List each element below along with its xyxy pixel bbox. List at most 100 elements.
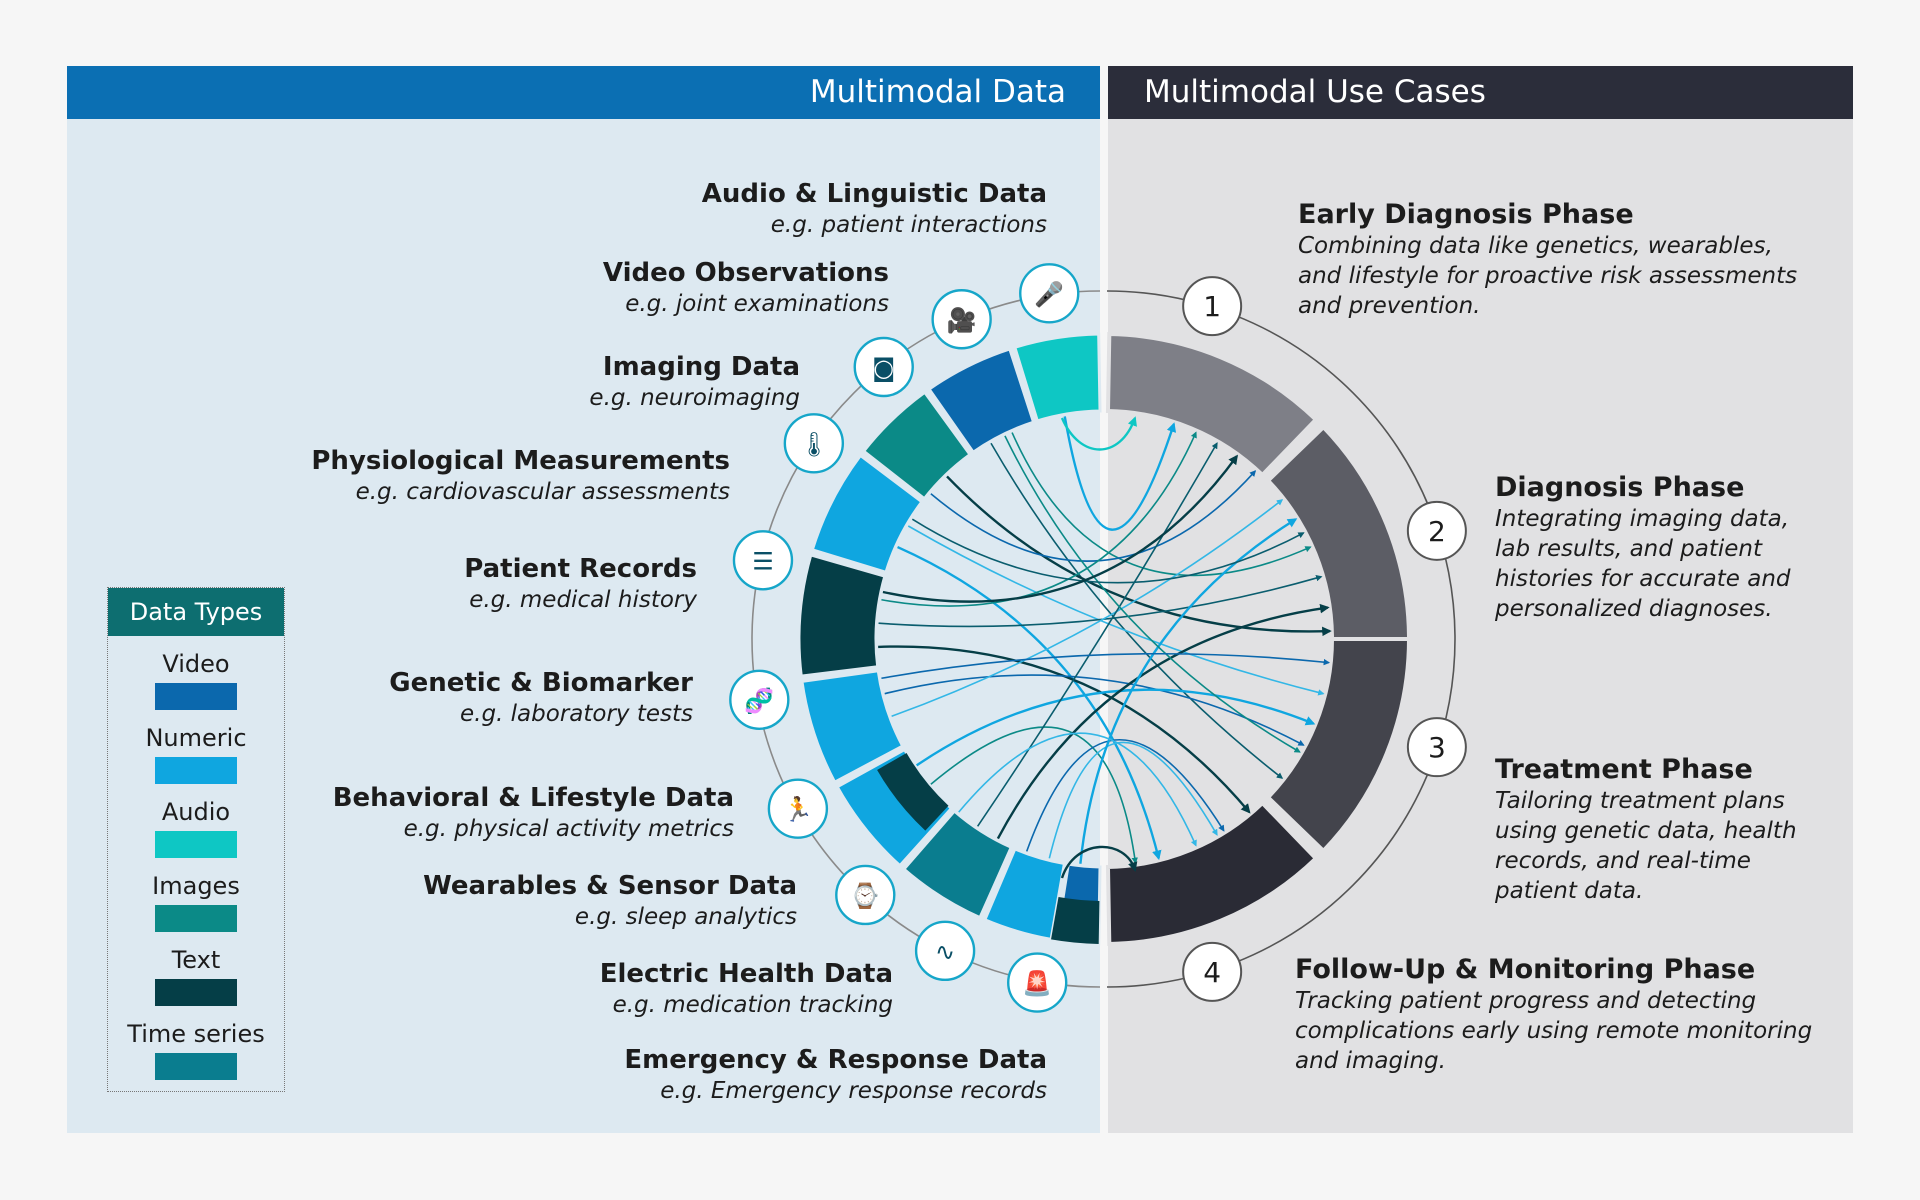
segment-follow-up xyxy=(1105,800,1319,946)
phase-number-3: 3 xyxy=(1406,717,1467,778)
phase-follow-up-monitoring: Follow-Up & Monitoring Phase Tracking pa… xyxy=(1295,954,1815,1076)
connection-curve xyxy=(911,518,1305,584)
source-title: Emergency & Response Data xyxy=(624,1045,1047,1075)
source-title: Video Observations xyxy=(602,258,889,288)
phase-description: Combining data like genetics, wearables,… xyxy=(1298,233,1798,319)
source-behavioral-lifestyle: Behavioral & Lifestyle Data e.g. physica… xyxy=(333,782,734,844)
dna-icon: 🧬 xyxy=(729,669,790,730)
source-electric-health: Electric Health Data e.g. medication tra… xyxy=(600,958,893,1020)
legend-label: Audio xyxy=(161,798,231,826)
video-camera-icon: 🎥 xyxy=(931,289,992,350)
alarm-light-icon: 🚨 xyxy=(1007,952,1068,1013)
phase-title: Treatment Phase xyxy=(1495,754,1753,785)
smartwatch-icon: ⌚ xyxy=(835,864,896,926)
data-type-segments xyxy=(797,332,1102,946)
connection-curve xyxy=(1011,432,1312,577)
multimodal-data-title: Multimodal Data xyxy=(809,74,1066,110)
legend-swatch xyxy=(155,757,237,784)
phase-segments xyxy=(1105,332,1412,946)
legend-swatch xyxy=(155,905,237,932)
phase-early-diagnosis: Early Diagnosis Phase Combining data lik… xyxy=(1298,199,1818,321)
phase-description: Tracking patient progress and detecting … xyxy=(1295,988,1813,1074)
svg-text:🎥: 🎥 xyxy=(947,306,977,334)
connection-curve xyxy=(907,525,1325,696)
legend-item-images: Images xyxy=(108,872,284,932)
svg-text:🎤: 🎤 xyxy=(1034,279,1064,308)
source-title: Behavioral & Lifestyle Data xyxy=(332,783,734,813)
svg-text:☰: ☰ xyxy=(752,547,774,575)
svg-text:⌚: ⌚ xyxy=(850,882,880,910)
phase-number-1: 1 xyxy=(1182,276,1243,337)
source-subtitle: e.g. physical activity metrics xyxy=(403,816,734,842)
connection-curve xyxy=(897,545,1162,861)
data-type-subsegment xyxy=(1051,897,1100,944)
connection-curve xyxy=(946,475,1332,637)
multimodal-use-cases-header: Multimodal Use Cases xyxy=(1108,66,1853,119)
connection-curve xyxy=(930,726,1138,865)
source-audio-linguistic: Audio & Linguistic Data e.g. patient int… xyxy=(702,178,1047,240)
source-subtitle: e.g. laboratory tests xyxy=(459,701,693,727)
legend-title: Data Types xyxy=(108,588,284,636)
legend-item-text: Text xyxy=(108,946,284,1006)
source-physiological: Physiological Measurements e.g. cardiova… xyxy=(311,445,730,507)
legend-item-numeric: Numeric xyxy=(108,724,284,784)
source-subtitle: e.g. medication tracking xyxy=(612,992,893,1018)
source-subtitle: e.g. sleep analytics xyxy=(574,904,797,930)
source-subtitle: e.g. medical history xyxy=(469,587,697,613)
legend-item-time-series: Time series xyxy=(108,1020,284,1080)
source-subtitle: e.g. cardiovascular assessments xyxy=(355,479,730,505)
connection-curve xyxy=(882,454,1238,603)
data-type-segment xyxy=(926,347,1036,455)
legend-swatch xyxy=(155,831,237,858)
connection-curve xyxy=(878,645,1251,814)
image-icon: ◙ xyxy=(853,336,914,398)
source-subtitle: e.g. Emergency response records xyxy=(660,1078,1047,1104)
legend-swatch xyxy=(155,979,237,1006)
connection-curve xyxy=(958,732,1197,847)
connection-curve xyxy=(915,688,1316,767)
segment-treatment xyxy=(1265,637,1412,854)
svg-text:🧬: 🧬 xyxy=(744,686,774,715)
connection-curve xyxy=(976,442,1218,827)
phase-number-2: 2 xyxy=(1406,500,1467,561)
connection-curve xyxy=(1079,518,1298,864)
connection-curve xyxy=(990,442,1284,779)
source-emergency-response: Emergency & Response Data e.g. Emergency… xyxy=(624,1044,1047,1106)
connection-curve xyxy=(881,652,1331,680)
data-type-segment xyxy=(982,846,1067,942)
data-type-subsegment xyxy=(877,753,949,831)
source-title: Genetic & Biomarker xyxy=(389,668,693,698)
svg-text:∿: ∿ xyxy=(935,938,955,966)
legend-swatch xyxy=(155,1053,237,1080)
multimodal-use-cases-title: Multimodal Use Cases xyxy=(1144,74,1486,110)
connection-curve xyxy=(1060,845,1138,879)
connection-curve xyxy=(1025,739,1225,852)
legend-item-video: Video xyxy=(108,650,284,710)
phase-title: Diagnosis Phase xyxy=(1495,472,1745,503)
source-icons: 🎤🎥◙🌡☰🧬🏃⌚∿🚨 xyxy=(729,263,1080,1013)
legend-label: Text xyxy=(171,946,221,974)
source-title: Audio & Linguistic Data xyxy=(701,179,1047,209)
segment-diagnosis xyxy=(1265,424,1412,641)
svg-text:2: 2 xyxy=(1428,515,1446,548)
connections xyxy=(878,416,1332,879)
connection-curve xyxy=(1004,435,1301,753)
source-subtitle: e.g. neuroimaging xyxy=(589,385,800,411)
connection-curve xyxy=(891,499,1284,718)
data-types-legend: Data Types Video Numeric Audio Images Te… xyxy=(107,587,285,1092)
phase-diagnosis: Diagnosis Phase Integrating imaging data… xyxy=(1495,472,1815,624)
source-wearables-sensor: Wearables & Sensor Data e.g. sleep analy… xyxy=(423,870,797,932)
source-title: Physiological Measurements xyxy=(311,446,730,476)
running-person-icon: 🏃 xyxy=(767,778,829,839)
svg-text:3: 3 xyxy=(1428,731,1446,764)
legend-label: Video xyxy=(162,650,230,678)
source-title: Electric Health Data xyxy=(599,959,893,989)
svg-text:◙: ◙ xyxy=(872,354,895,382)
phase-title: Early Diagnosis Phase xyxy=(1298,199,1634,230)
svg-text:🚨: 🚨 xyxy=(1022,970,1052,998)
data-type-segment xyxy=(797,553,887,678)
data-type-segment xyxy=(861,390,973,501)
legend-swatch xyxy=(155,683,237,710)
